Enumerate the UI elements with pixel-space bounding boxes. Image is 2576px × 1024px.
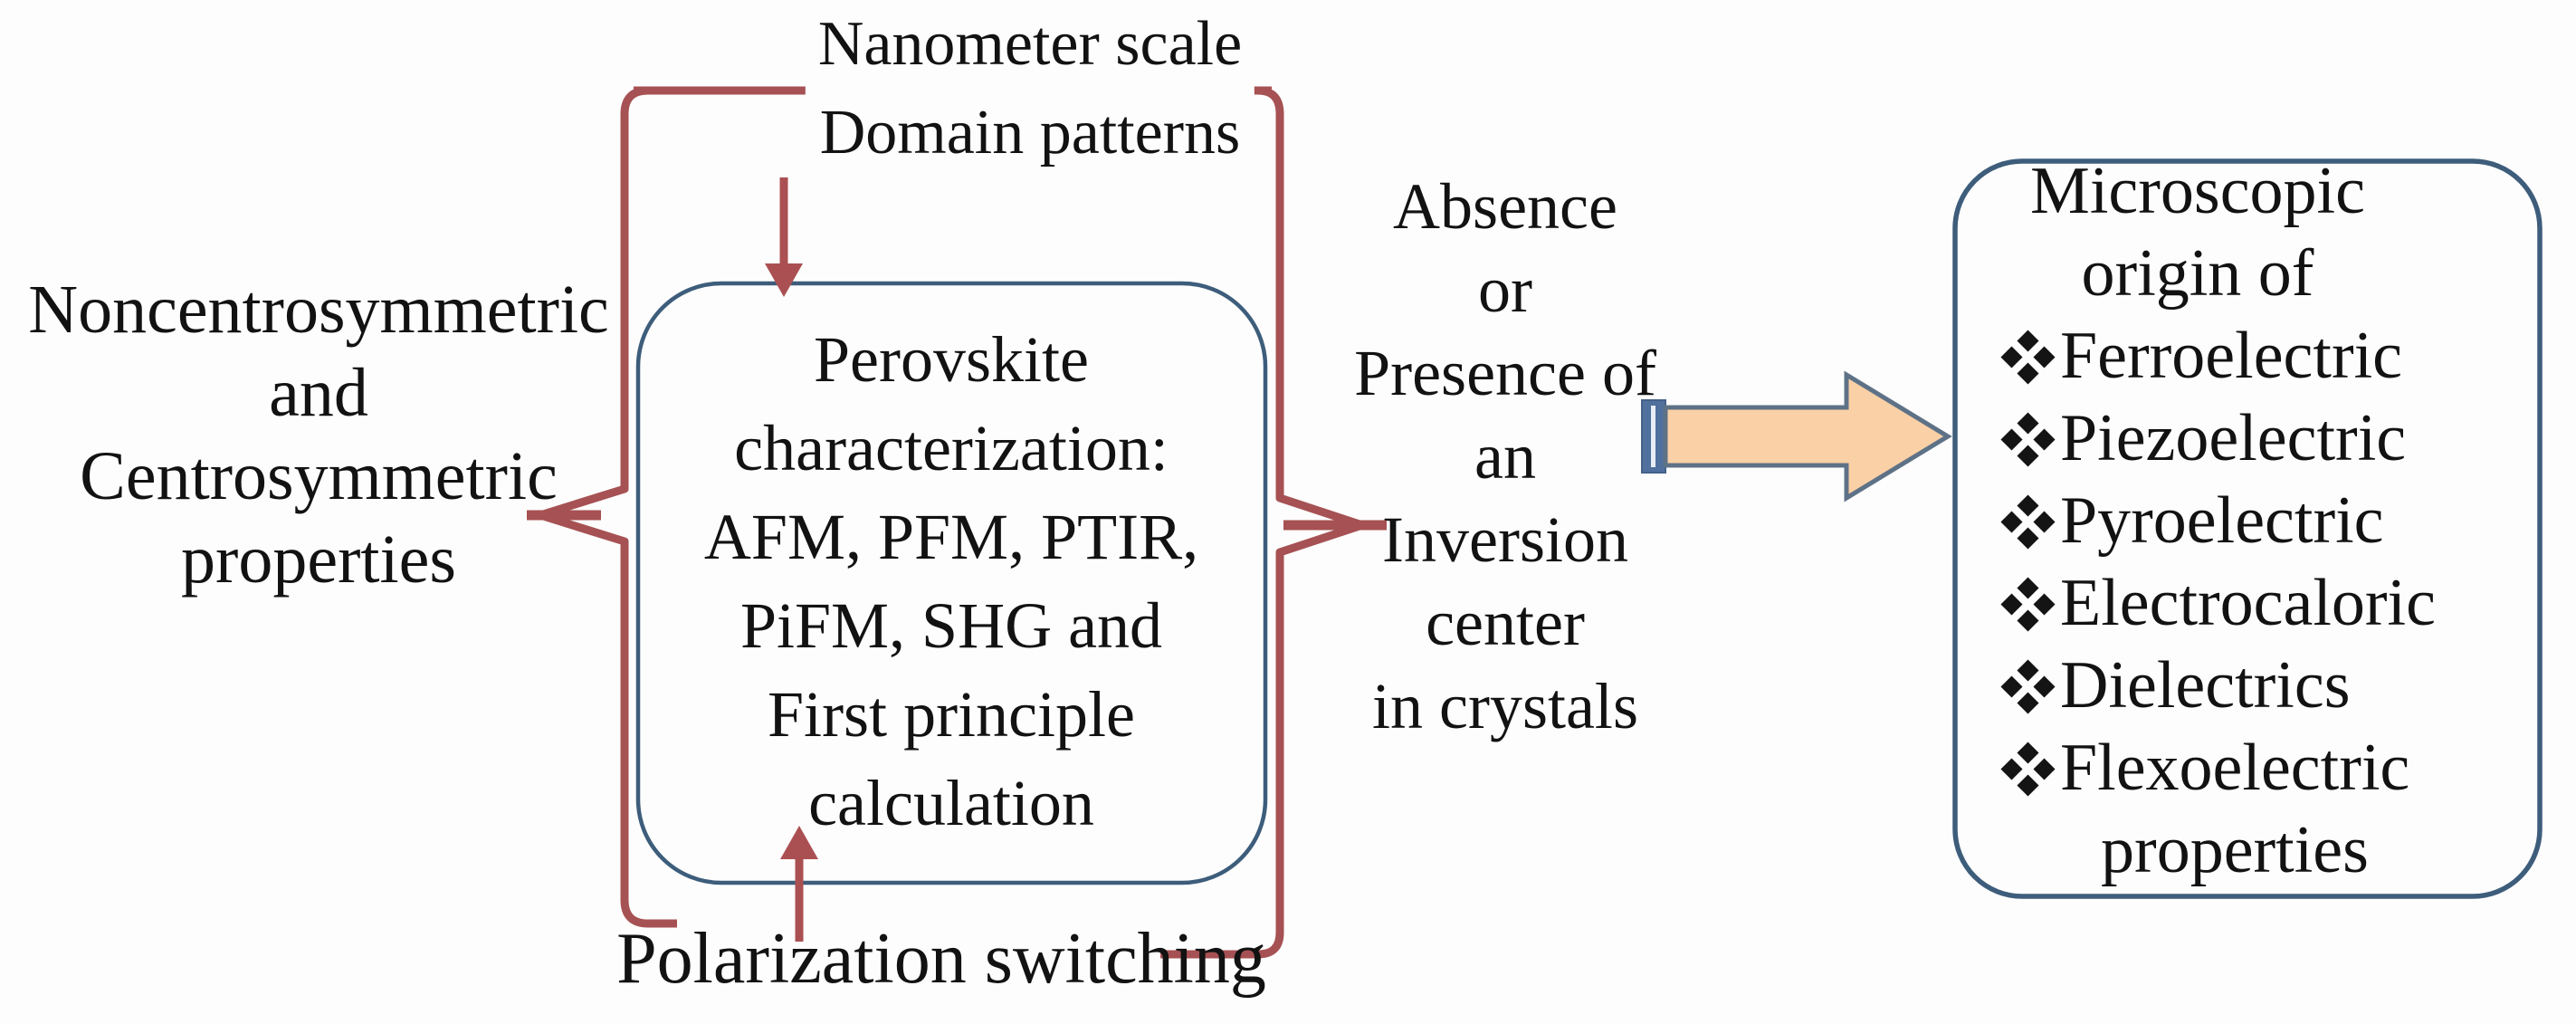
bottom-label: Polarization switching [616,917,1266,1000]
middle-label-line-2: or [1478,254,1532,326]
center-box-line-1: Perovskite [814,323,1089,396]
big-right-arrow [1641,370,1952,502]
left-label: Noncentrosymmetric and Centrosymmetric p… [28,268,609,601]
middle-label-line-4: an [1474,420,1536,493]
top-label-line-1: Nanometer scale [817,9,1243,79]
list-item: Piezoelectric [1955,397,2540,480]
right-box-title-line-2: origin of [2081,236,2314,311]
list-item: Pyroelectric [1955,480,2540,562]
middle-label-line-3: Presence of [1354,337,1656,409]
left-label-line-1: Noncentrosymmetric [28,272,609,348]
right-box-title-line-1: Microscopic [2030,154,2365,228]
bullet-label: Piezoelectric [2060,401,2407,475]
bullet-label: Pyroelectric [2060,483,2384,558]
bottom-label-text: Polarization switching [616,919,1266,999]
center-box-line-3: AFM, PFM, PTIR, [703,501,1199,573]
left-label-line-3: Centrosymmetric [80,438,558,514]
list-item: Electrocaloric [1955,562,2540,645]
big-right-arrow-tail-slit [1651,406,1655,467]
right-box-outline [1952,158,2543,899]
middle-label-line-6: center [1426,587,1585,659]
right-box-footer-line: properties [2101,813,2369,887]
left-label-line-4: properties [181,522,456,598]
diamond-bullet-icon [2000,411,2056,467]
middle-label-line-7: in crystals [1372,670,1638,742]
big-right-arrow-body [1663,370,1952,502]
bullet-label: Flexoelectric [2060,731,2410,805]
list-item: Ferroelectric [1955,315,2540,397]
bullet-label: Electrocaloric [2060,566,2436,640]
center-box-label: Perovskite characterization: AFM, PFM, P… [704,315,1198,847]
center-box-line-6: calculation [808,767,1094,839]
diamond-bullet-icon [2000,576,2056,632]
middle-label-line-5: Inversion [1382,503,1628,576]
middle-label: Absence or Presence of an Inversion cent… [1354,165,1656,748]
top-label-line-2: Domain patterns [819,98,1241,167]
bullet-label: Dielectrics [2060,648,2351,723]
bullet-label: Ferroelectric [2060,319,2402,393]
left-brace [536,86,677,928]
top-label: Nanometer scale Domain patterns [805,0,1255,177]
center-box-line-5: First principle [768,678,1135,751]
list-item: Dielectrics [1955,645,2540,727]
diamond-bullet-icon [2000,741,2056,797]
center-box-line-2: characterization: [734,412,1169,484]
center-box-line-4: PiFM, SHG and [739,589,1163,662]
diamond-bullet-icon [2000,329,2056,385]
diamond-bullet-icon [2000,493,2056,550]
center-box-outline [635,281,1268,885]
middle-label-line-1: Absence [1393,170,1617,243]
right-box-content: Microscopic origin of Ferroelectric Piez… [1955,150,2540,892]
left-label-line-2: and [269,355,368,431]
diamond-bullet-icon [2000,658,2056,714]
list-item: Flexoelectric [1955,727,2540,809]
right-brace [1160,86,1367,959]
